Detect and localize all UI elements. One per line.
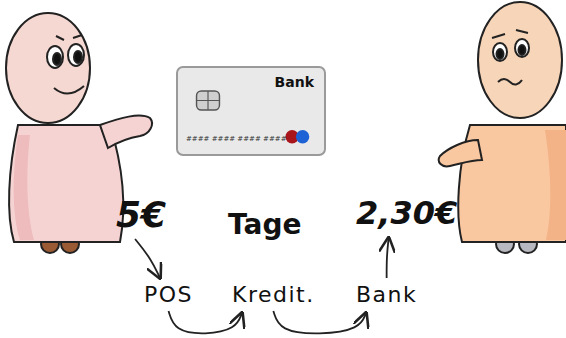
worried-person (439, 2, 566, 253)
flow-arrow (169, 311, 242, 333)
flow-arrow (387, 238, 389, 278)
flow-text: Kredit. (232, 282, 315, 307)
card-chip (197, 91, 220, 110)
amount-text: 5€ (112, 192, 170, 237)
step-text: Kredit. (228, 280, 319, 309)
flow-arrow (273, 311, 366, 333)
card-logo-blue (296, 130, 309, 143)
note-label: Tage (228, 208, 301, 241)
step-text: Bank (352, 280, 421, 309)
bank-card: Bank #### #### #### #### (176, 66, 326, 156)
flow-text: POS (144, 282, 193, 307)
flow-text: 5€ (116, 194, 166, 235)
card-bank-name: Bank (275, 74, 314, 90)
chip-lines (197, 91, 220, 110)
flow-text: Bank (356, 282, 417, 307)
step-text: POS (140, 280, 197, 309)
flow-arrow (135, 239, 160, 278)
amount-text: 2,30€ (352, 192, 461, 234)
card-number: #### #### #### #### (186, 135, 287, 143)
flow-text: 2,30€ (356, 194, 457, 232)
